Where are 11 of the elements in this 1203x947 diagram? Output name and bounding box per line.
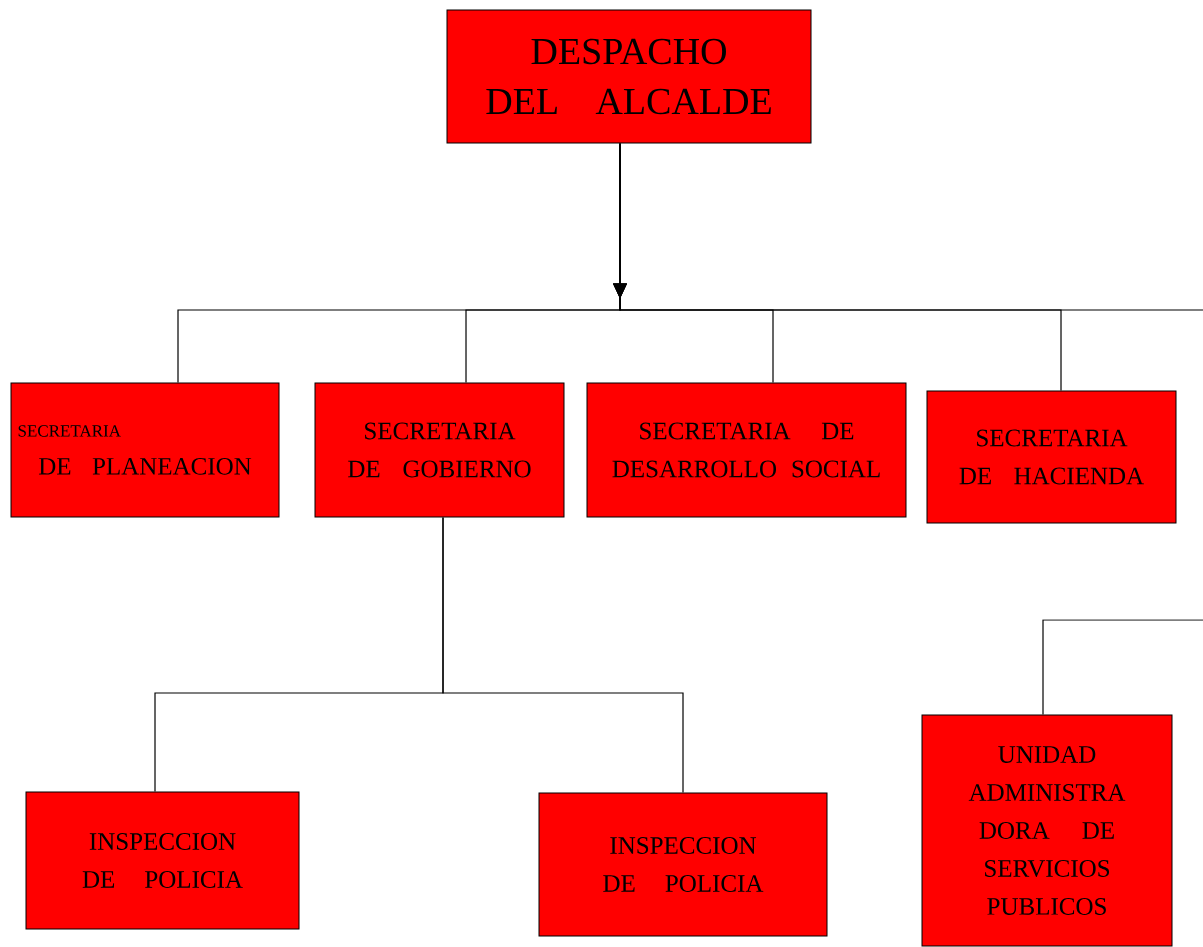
connector: [619, 142, 1203, 311]
org-box: SECRETARIA DE GOBIERNO: [314, 382, 565, 518]
org-box: SECRETARIA DE HACIENDA: [926, 390, 1177, 524]
org-box: INSPECCION DE POLICIA: [538, 792, 828, 937]
connector: [1042, 619, 1203, 716]
org-box: DESPACHO DEL ALCALDE: [446, 9, 812, 144]
org-box: SECRETARIA DE DESARROLLO SOCIAL: [586, 382, 907, 518]
org-box: INSPECCION DE POLICIA: [25, 791, 300, 930]
org-box: UNIDAD ADMINISTRA DORA DE SERVICIOS PUBLICOS: [921, 714, 1173, 947]
connector: [442, 516, 684, 794]
org-box: SECRETARIA DE PLANEACION: [10, 382, 280, 518]
